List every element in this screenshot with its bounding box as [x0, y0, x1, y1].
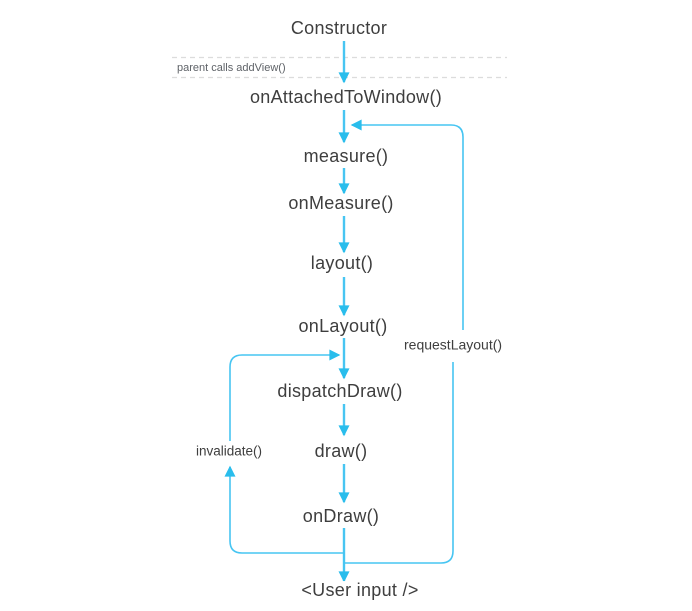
node-draw: draw(): [312, 441, 370, 462]
annotation-parent-calls-addview: parent calls addView(): [177, 61, 286, 74]
invalidate-loop-lower-segment: [224, 465, 344, 554]
annotation-invalidate: invalidate(): [194, 443, 265, 460]
node-layout: layout(): [308, 253, 376, 274]
node-onattachedtowindow: onAttachedToWindow(): [247, 87, 445, 108]
requestlayout-loop-lower-segment: [344, 362, 454, 564]
invalidate-loop-upper-segment: [229, 349, 341, 441]
requestlayout-loop-upper-segment: [350, 119, 464, 330]
node-ondraw: onDraw(): [300, 506, 382, 527]
node-user-input: <User input />: [299, 580, 421, 601]
node-onlayout: onLayout(): [296, 316, 390, 337]
node-constructor: Constructor: [288, 18, 390, 39]
node-measure: measure(): [301, 146, 391, 167]
node-onmeasure: onMeasure(): [286, 193, 396, 214]
annotation-requestlayout: requestLayout(): [402, 336, 505, 353]
node-dispatchdraw: dispatchDraw(): [275, 381, 405, 402]
